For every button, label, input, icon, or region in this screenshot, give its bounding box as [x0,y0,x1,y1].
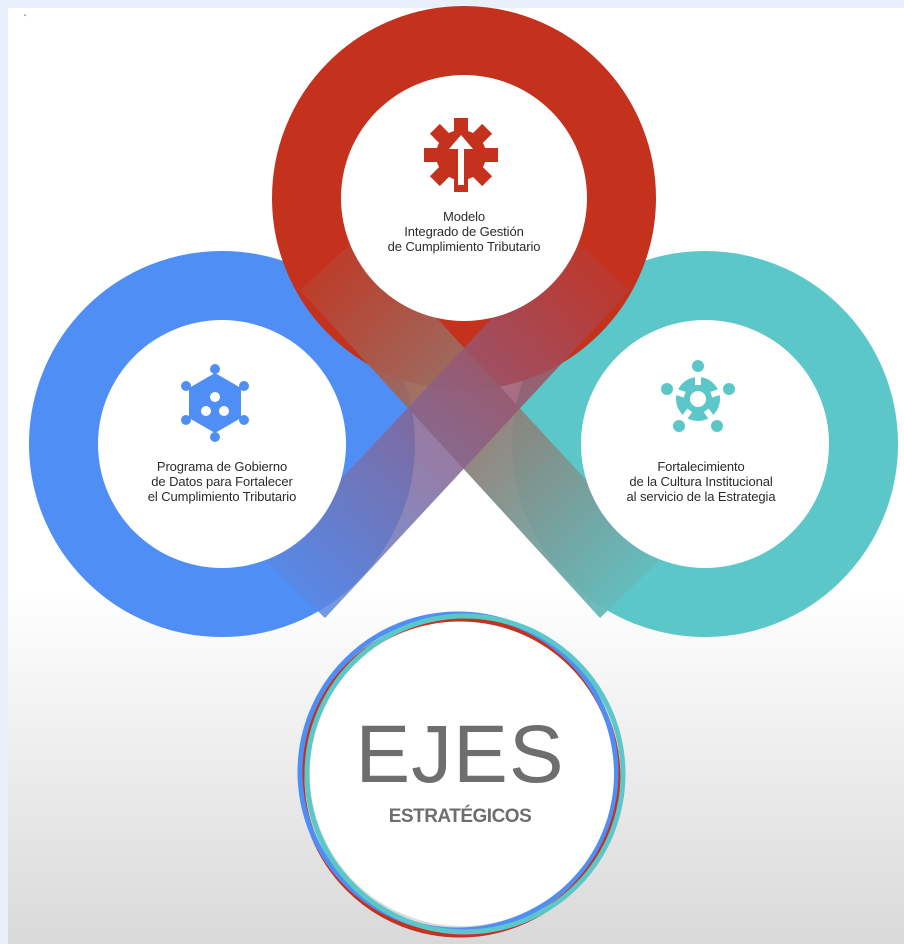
top-disc [341,75,587,321]
left-disc [98,320,346,568]
center-ring-teal [304,613,626,935]
corner-mark: ˛ [24,6,28,17]
top-axis-line-2: Integrado de Gestión [404,224,524,239]
right-axis-label: Fortalecimiento de la Cultura Institucio… [571,459,831,504]
right-axis-line-1: Fortalecimiento [657,459,745,474]
left-axis-label: Programa de Gobierno de Datos para Forta… [92,459,352,504]
hexagon-network-icon [181,364,249,442]
ejes-subtitle: ESTRATÉGICOS [388,806,532,827]
right-axis-line-2: de la Cultura Institucional [629,474,773,489]
cross-band-right [265,235,630,618]
ejes-title: EJES [355,709,565,800]
center-emblem [297,611,626,938]
gear-arrow-icon [424,118,498,192]
left-axis-line-1: Programa de Gobierno [156,459,288,474]
right-disc [581,320,829,568]
top-axis-line-1: Modelo [442,209,486,224]
left-axis-line-2: de Datos para Fortalecer [151,474,293,489]
top-axis-line-3: de Cumplimiento Tributario [387,239,541,254]
left-axis-line-3: el Cumplimiento Tributario [147,489,297,504]
center-disc [310,622,614,926]
top-axis-label: Modelo Integrado de Gestión de Cumplimie… [334,209,594,254]
right-axis-line-3: al servicio de la Estrategia [626,489,776,504]
people-circle-icon [661,360,735,432]
